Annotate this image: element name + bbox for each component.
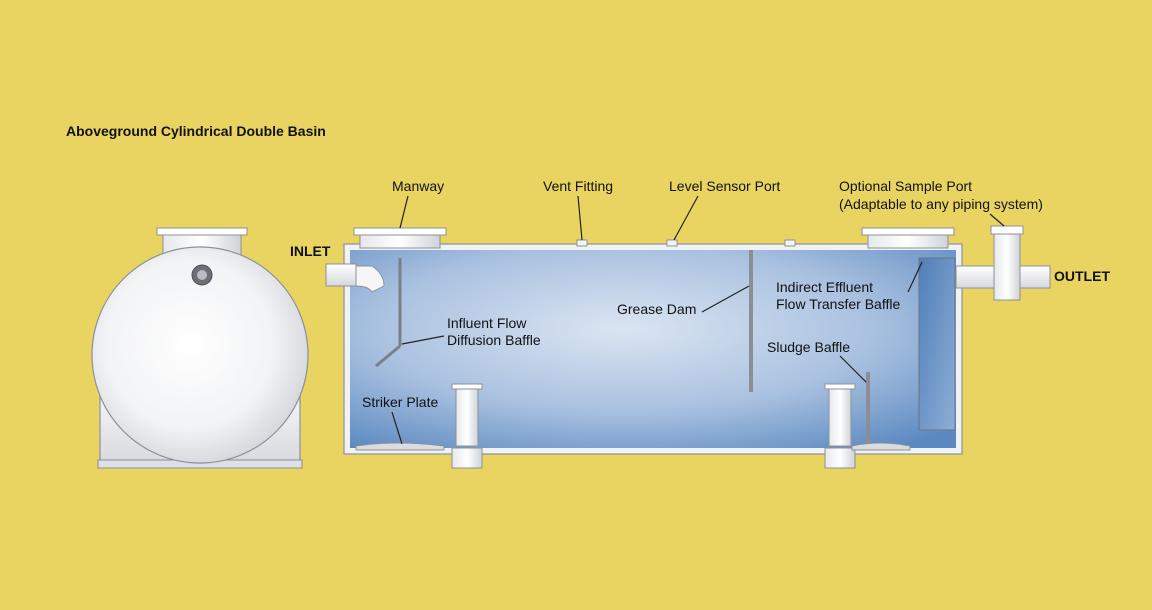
effluent-transfer-baffle: [918, 257, 956, 431]
end-view: [91, 227, 309, 469]
end-view-cylinder: [91, 246, 309, 464]
manway-right-flange: [861, 227, 955, 236]
support-left-foot: [451, 447, 483, 469]
label-striker-plate: Striker Plate: [362, 394, 438, 410]
leader-sludge: [839, 355, 867, 383]
inlet-elbow: [355, 265, 385, 293]
sample-port-tee: [993, 229, 1021, 301]
leader-sample-port: [989, 213, 1005, 227]
label-sample-port-line1: Optional Sample Port: [839, 178, 972, 194]
label-effluent-line1: Indirect Effluent: [776, 279, 873, 295]
label-influent-line2: Diffusion Baffle: [447, 332, 541, 348]
manway-left-flange: [353, 227, 447, 236]
end-manway-flange: [156, 227, 248, 236]
inlet-pipe: [325, 263, 357, 287]
striker-plate: [355, 442, 445, 451]
grease-dam: [749, 250, 753, 392]
support-right: [828, 385, 852, 447]
tank-water: [350, 250, 956, 448]
support-left-cap: [451, 383, 483, 390]
top-fitting-extra: [784, 239, 796, 247]
leader-influent: [401, 335, 445, 345]
influent-baffle-deflector: [375, 344, 401, 368]
support-left: [455, 385, 479, 447]
support-right-foot: [824, 447, 856, 469]
leader-manway: [399, 195, 409, 229]
sample-port-cap: [990, 225, 1024, 235]
leader-level-sensor: [673, 195, 699, 241]
label-sample-port-line2: (Adaptable to any piping system): [839, 196, 1043, 212]
leader-effluent: [907, 261, 923, 293]
vent-fitting: [576, 239, 588, 247]
sludge-baffle: [866, 372, 870, 448]
leader-striker: [391, 411, 403, 445]
label-manway: Manway: [392, 178, 444, 194]
support-right-cap: [824, 383, 856, 390]
end-fitting-center: [197, 270, 207, 280]
diagram-title: Aboveground Cylindrical Double Basin: [66, 123, 326, 139]
label-grease-dam: Grease Dam: [617, 301, 696, 317]
leader-lines: [391, 195, 1005, 445]
label-sludge-baffle: Sludge Baffle: [767, 339, 850, 355]
sludge-plate: [851, 442, 911, 451]
level-sensor-fitting: [666, 239, 678, 247]
leader-vent: [577, 195, 583, 241]
label-level-sensor-port: Level Sensor Port: [669, 178, 780, 194]
label-influent-line1: Influent Flow: [447, 315, 527, 331]
tank-cutaway: [325, 225, 1051, 469]
label-effluent-line2: Flow Transfer Baffle: [776, 296, 900, 312]
label-inlet: INLET: [290, 243, 331, 259]
leader-grease-dam: [701, 285, 750, 313]
label-vent-fitting: Vent Fitting: [543, 178, 613, 194]
label-outlet: OUTLET: [1054, 268, 1110, 284]
